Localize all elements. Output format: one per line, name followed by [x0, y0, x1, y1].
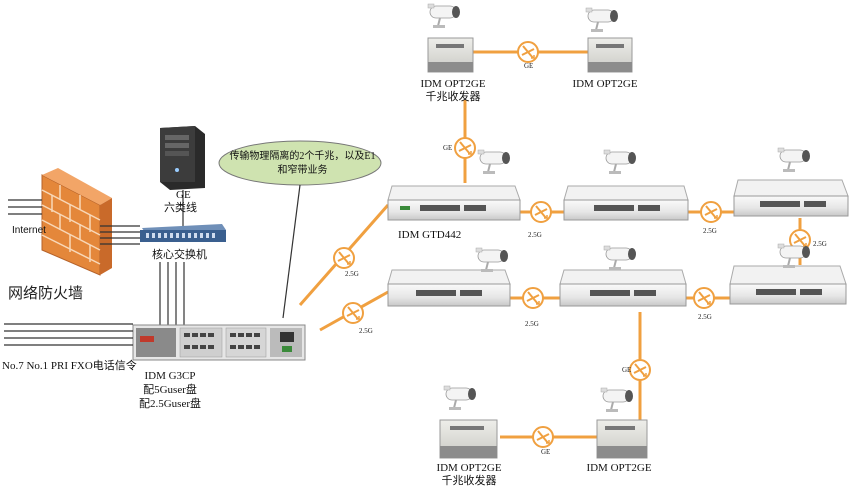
link-label-lower-ring-mid1: 2.5G	[525, 320, 539, 328]
opt2ge-bottom-left-icon	[439, 419, 498, 459]
signal-cables	[4, 323, 133, 346]
gtd442-device-lower-1	[387, 269, 511, 307]
camera-icon	[603, 149, 637, 175]
g3cp-chassis-icon	[132, 324, 306, 361]
camera-icon	[600, 387, 634, 413]
link-label-ge-vertical-bottom: GE	[622, 366, 632, 374]
link-node-g3cp-upper	[333, 247, 355, 269]
link-node-lower-2	[693, 287, 715, 309]
core-switch-icon	[140, 224, 226, 242]
firewall-cables	[8, 199, 140, 245]
link-node-lower-1	[522, 287, 544, 309]
g3cp-label: IDM G3CP	[144, 370, 196, 382]
opt2ge-top-right-icon	[587, 37, 633, 73]
link-label-upper-ring-left: 2.5G	[345, 270, 359, 278]
link-node-ge-bottom	[532, 426, 554, 448]
link-label-ge-top: GE	[524, 62, 534, 70]
gtd442-label: IDM GTD442	[398, 229, 462, 241]
opt2ge-top-left-sublabel: 千兆收发器	[425, 91, 481, 103]
camera-icon	[477, 149, 511, 175]
opt2ge-bottom-left-sublabel: 千兆收发器	[441, 475, 497, 487]
opt2ge-top-right-label: IDM OPT2GE	[572, 78, 638, 90]
camera-icon	[585, 7, 619, 33]
gtd442-device-upper-3	[733, 179, 849, 217]
gtd442-device-lower-2	[559, 269, 687, 307]
camera-icon	[443, 385, 477, 411]
server-label-cable: 六类线	[164, 202, 197, 214]
callout-pointer	[282, 184, 301, 319]
g3cp-5g-card-label: 配5Guser盘	[143, 384, 197, 396]
core-switch-label: 核心交换机	[152, 249, 207, 261]
link-node-ge-top	[517, 41, 539, 63]
camera-icon	[427, 3, 461, 29]
server-label-ge: GE	[176, 189, 191, 201]
server-icon	[160, 126, 205, 190]
link-label-upper-ring-mid1: 2.5G	[528, 231, 542, 239]
opt2ge-top-left-label: IDM OPT2GE	[420, 78, 486, 90]
optical-links	[298, 50, 802, 439]
link-label-lower-ring-mid2: 2.5G	[698, 313, 712, 321]
g3cp-2-5g-card-label: 配2.5Guser盘	[138, 398, 202, 410]
firewall-label: 网络防火墙	[8, 284, 84, 302]
opt2ge-bottom-left-label: IDM OPT2GE	[436, 462, 502, 474]
camera-icon	[603, 245, 637, 271]
link-label-lower-ring-left: 2.5G	[359, 327, 373, 335]
camera-icon	[777, 243, 811, 269]
camera-icon	[475, 247, 509, 273]
camera-icon	[777, 147, 811, 173]
link-node-ge-vertical	[454, 137, 476, 159]
gtd442-device-upper-2	[563, 185, 689, 221]
link-node-g3cp-lower	[342, 302, 364, 324]
link-label-upper-ring-mid2: 2.5G	[703, 227, 717, 235]
switch-to-g3cp-cables	[159, 262, 185, 330]
gtd442-device-lower-3	[729, 265, 847, 305]
signal-types-label: No.7 No.1 PRI FXO电话信令	[2, 360, 137, 372]
link-node-upper-2	[700, 201, 722, 223]
opt2ge-bottom-right-icon	[596, 419, 648, 459]
opt2ge-top-left-icon	[427, 37, 474, 73]
gtd442-device-upper-1	[387, 185, 521, 221]
link-label-ge-bottom: GE	[541, 448, 551, 456]
callout-text: 传输物理隔离的2个千兆，以及E1和窄带业务	[229, 151, 376, 176]
link-label-ge-vertical-top: GE	[443, 144, 453, 152]
firewall-icon	[41, 168, 112, 276]
opt2ge-bottom-right-label: IDM OPT2GE	[586, 462, 652, 474]
link-label-right-vertical: 2.5G	[813, 240, 827, 248]
internet-label: Internet	[12, 225, 46, 236]
link-node-ge-bottom-vertical	[629, 359, 651, 381]
link-node-upper-1	[530, 201, 552, 223]
